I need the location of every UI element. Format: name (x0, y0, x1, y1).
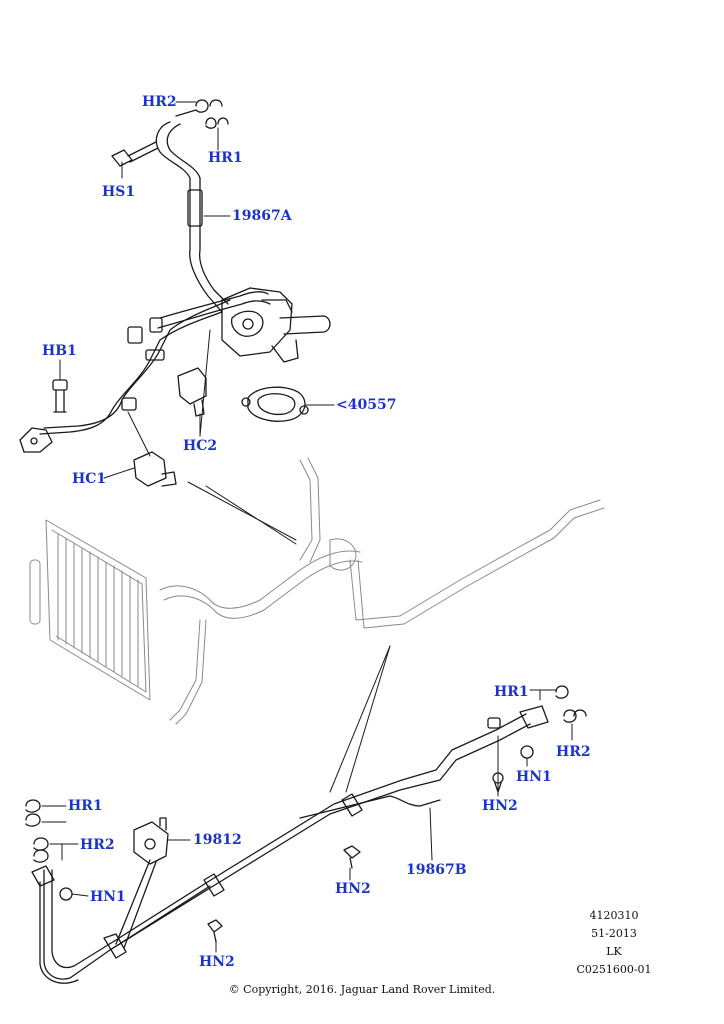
ref-illustration-id: C0251600-01 (576, 963, 652, 976)
callout-hc1: HC1 (72, 471, 107, 487)
callout-hn2-right: HN2 (482, 798, 518, 814)
bolt-hs1 (111, 141, 159, 167)
ref-date: 51-2013 (591, 927, 637, 940)
bolt-hb1 (52, 379, 68, 413)
callout-19867a: 19867A (232, 208, 292, 224)
callout-19812: 19812 (193, 832, 242, 848)
callout-hn1-left: HN1 (90, 889, 126, 905)
gasket-40557 (241, 386, 309, 422)
callout-hr2-left: HR2 (80, 837, 115, 853)
hr-fittings-top (175, 99, 229, 129)
ref-number: 4120310 (589, 909, 639, 922)
callout-hr1-left: HR1 (68, 798, 103, 814)
ref-code: LK (606, 945, 622, 958)
hr-fittings-left (25, 799, 49, 863)
callout-hc2: HC2 (183, 438, 218, 454)
callout-hr2-top: HR2 (142, 94, 177, 110)
callout-19867b: 19867B (406, 862, 467, 878)
sensor-hc2 (177, 367, 207, 417)
callout-hn2-bottom: HN2 (199, 954, 235, 970)
sensor-hc1 (133, 451, 177, 487)
callout-hr1-top: HR1 (208, 150, 243, 166)
callout-hr1-right: HR1 (494, 684, 529, 700)
callout-hr2-right: HR2 (556, 744, 591, 760)
callout-hn2-mid: HN2 (335, 881, 371, 897)
callout-40557: <40557 (336, 397, 397, 413)
overview-vehicle-layout (29, 457, 605, 725)
callout-hn1-right: HN1 (516, 769, 552, 785)
copyright-notice: © Copyright, 2016. Jaguar Land Rover Lim… (228, 983, 496, 996)
callout-hs1: HS1 (102, 184, 136, 200)
hr-fittings-right (555, 685, 587, 723)
hose-19867a (19, 121, 331, 453)
callout-hb1: HB1 (42, 343, 77, 359)
